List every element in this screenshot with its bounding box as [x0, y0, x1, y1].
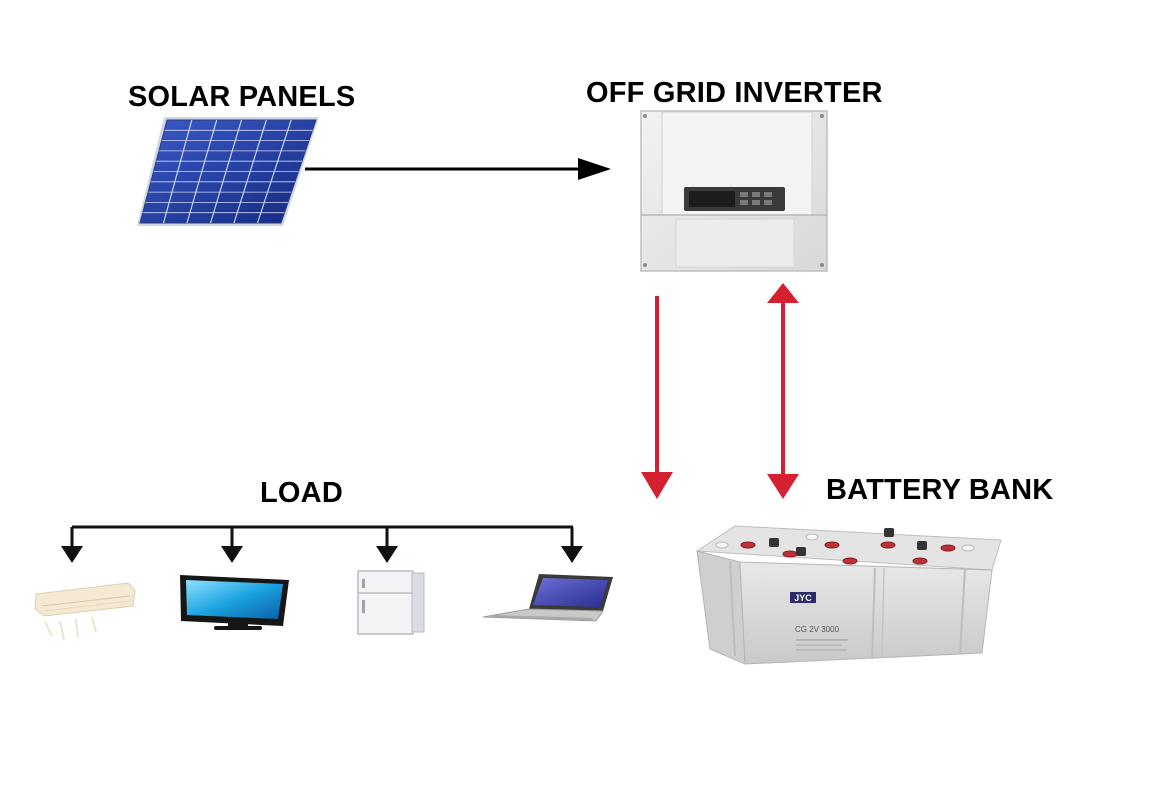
solar-panel-image	[137, 117, 319, 226]
load-label: LOAD	[260, 477, 343, 509]
laptop-icon	[482, 574, 613, 622]
inverter-battery-bidirectional-arrow	[767, 283, 799, 499]
refrigerator-icon	[357, 570, 425, 635]
television-icon	[180, 575, 289, 630]
battery-brand-text: JYC	[794, 593, 812, 603]
inverter-to-load-arrow	[641, 296, 673, 499]
battery-label-area: JYC CG 2V 3000	[790, 592, 848, 651]
battery-bank-label: BATTERY BANK	[826, 474, 1054, 506]
battery-vent-caps	[715, 533, 975, 552]
battery-posts	[769, 528, 927, 556]
inverter-label: OFF GRID INVERTER	[586, 77, 883, 109]
solar-cell-grid	[142, 119, 313, 224]
solar-panels-label: SOLAR PANELS	[128, 81, 356, 113]
battery-model-text: CG 2V 3000	[795, 625, 840, 634]
air-conditioner-icon	[34, 582, 136, 641]
load-distribution-bus	[61, 525, 583, 563]
battery-bank-image: JYC CG 2V 3000	[695, 525, 1002, 665]
inverter-image	[640, 110, 828, 272]
inverter-display-panel	[684, 187, 785, 211]
solar-to-inverter-arrow	[305, 158, 611, 180]
battery-terminals	[740, 541, 956, 565]
